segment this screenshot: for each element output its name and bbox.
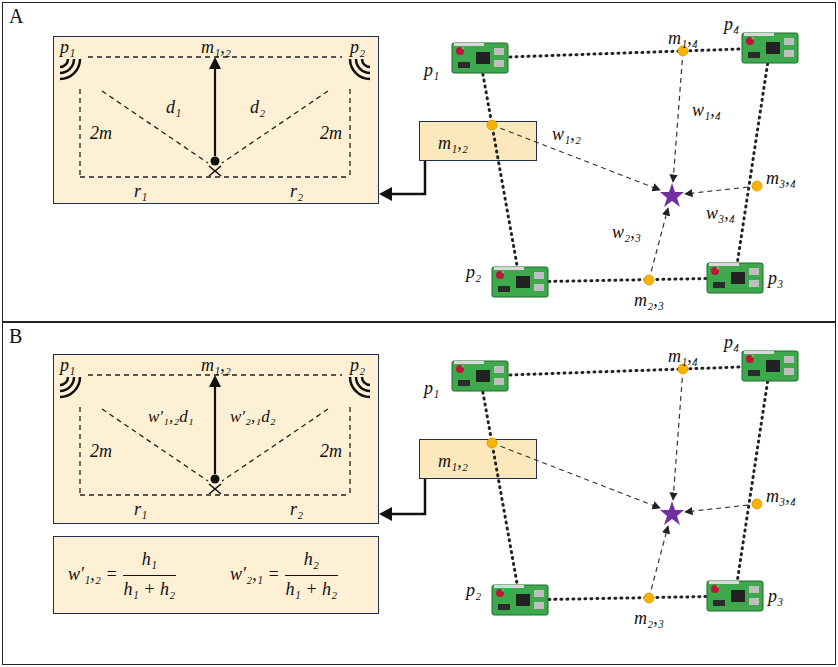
- geometry-label: d₁: [166, 97, 181, 117]
- formula-denominator: h₁ + h₂: [286, 579, 338, 599]
- geometry-label: w′₁,₂d₁: [148, 407, 194, 427]
- geometry-label: p₂: [350, 37, 365, 57]
- diagram-label: p₃: [768, 586, 783, 606]
- diagram-label: p₃: [768, 268, 783, 288]
- fraction-bar: [285, 575, 339, 576]
- midpoint-label: m₁,₂: [438, 451, 468, 471]
- panel-letter: A: [9, 5, 23, 27]
- diagram-label: m₁,₄: [668, 28, 698, 48]
- speaker-geometry: [60, 57, 370, 177]
- geometry-label: 2m: [320, 441, 342, 461]
- formula-lhs: w′₁,₂ =: [68, 564, 118, 584]
- fraction-bar: [123, 575, 177, 576]
- diagram-label: m₃,₄: [766, 168, 796, 188]
- geometry-label: p₁: [60, 355, 75, 375]
- diagram-label: w₁,₂: [552, 124, 581, 144]
- diagram-label: p₁: [424, 60, 439, 80]
- panel: Bp₁ p₂ m₁,₂ w′₁,₂d₁ w′₂,₁d₂ 2m 2m r₁ r₂ w′₁,₂ = h₁…: [2, 322, 836, 665]
- formula-denominator: h₁ + h₂: [124, 579, 176, 599]
- diagram-label: w₃,₄: [706, 203, 735, 223]
- diagram-label: w₁,₄: [692, 100, 721, 120]
- geometry-label: m₁,₂: [201, 355, 231, 375]
- weight-formula: w′₁,₂ = h₁ + h₂ h₁ w′₂,₁ = h₁ + h₂ h₂: [53, 536, 379, 614]
- sensor-layout: [452, 33, 798, 297]
- formula-lhs: w′₂,₁ =: [230, 564, 280, 584]
- diagram-label: w₂,₃: [612, 222, 641, 242]
- geometry-label: p₂: [350, 355, 365, 375]
- diagram-label: p₂: [466, 580, 481, 600]
- midpoint-callout: m₁,₂: [419, 121, 537, 161]
- diagram-label: m₂,₃: [634, 290, 664, 310]
- geometry-label: d₂: [250, 97, 265, 117]
- formula-numerator: h₁: [142, 549, 157, 569]
- geometry-label: w′₂,₁d₂: [230, 407, 276, 427]
- diagram-label: p₂: [466, 262, 481, 282]
- diagram-label: m₁,₄: [668, 346, 698, 366]
- link-arrow: [379, 161, 425, 201]
- geometry-label: 2m: [90, 441, 112, 461]
- geometry-label: 2m: [320, 123, 342, 143]
- midpoint-label: m₁,₂: [438, 133, 468, 153]
- diagram-label: m₃,₄: [766, 486, 796, 506]
- diagram-label: m₂,₃: [634, 608, 664, 628]
- geometry-label: r₁: [134, 499, 147, 519]
- diagram-label: p₄: [724, 332, 739, 352]
- geometry-label: r₂: [290, 499, 303, 519]
- speaker-geometry: [60, 375, 370, 495]
- geometry-label: 2m: [90, 123, 112, 143]
- diagram-label: p₁: [424, 378, 439, 398]
- geometry-label: m₁,₂: [201, 37, 231, 57]
- geometry-label: p₁: [60, 37, 75, 57]
- diagram-label: p₄: [724, 14, 739, 34]
- geometry-label: r₁: [134, 181, 147, 201]
- formula-numerator: h₂: [304, 549, 319, 569]
- link-arrow: [379, 479, 425, 521]
- geometry-label: r₂: [290, 181, 303, 201]
- panel-letter: B: [9, 325, 22, 347]
- sensor-layout: [452, 351, 798, 615]
- midpoint-callout: m₁,₂: [419, 439, 537, 479]
